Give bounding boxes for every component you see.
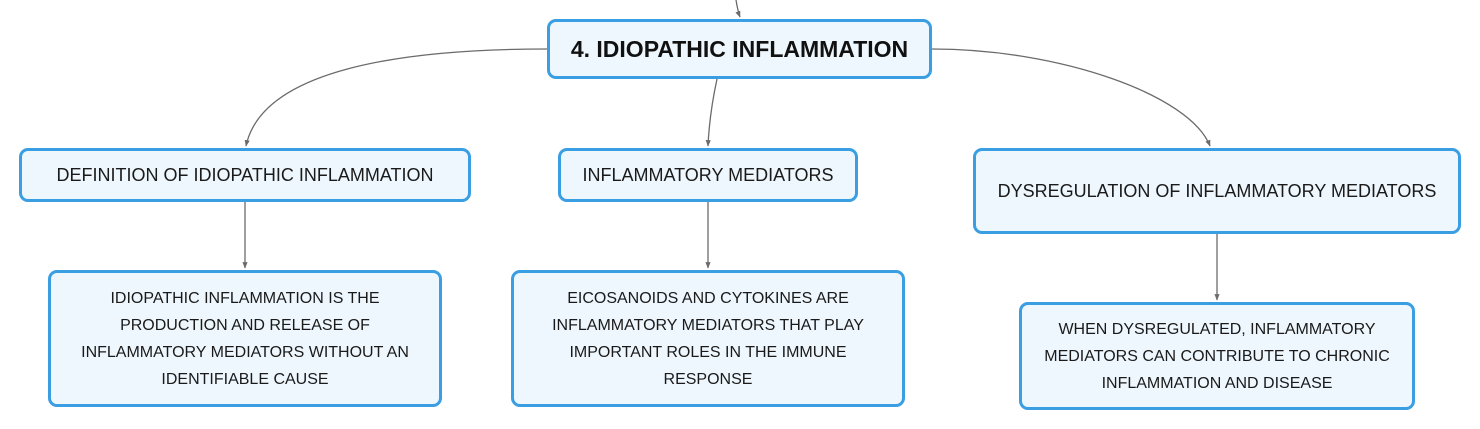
topic-node-label: INFLAMMATORY MEDIATORS bbox=[582, 164, 834, 185]
edge-root-to-definition bbox=[244, 48, 548, 147]
topic-node-mediators[interactable]: INFLAMMATORY MEDIATORS bbox=[558, 148, 858, 202]
edge-parent-to-root bbox=[735, 0, 741, 18]
detail-node-definition[interactable]: IDIOPATHIC INFLAMMATION IS THE PRODUCTIO… bbox=[48, 270, 442, 407]
detail-node-dysregulation[interactable]: WHEN DYSREGULATED, INFLAMMATORY MEDIATOR… bbox=[1019, 302, 1415, 410]
topic-node-label: DYSREGULATION OF INFLAMMATORY MEDIATORS bbox=[997, 180, 1437, 201]
edge-root-to-mediators bbox=[705, 78, 718, 147]
topic-node-definition[interactable]: DEFINITION OF IDIOPATHIC INFLAMMATION bbox=[19, 148, 471, 202]
root-node[interactable]: 4. IDIOPATHIC INFLAMMATION bbox=[547, 19, 932, 79]
detail-node-text: WHEN DYSREGULATED, INFLAMMATORY MEDIATOR… bbox=[1044, 320, 1390, 392]
topic-node-dysregulation[interactable]: DYSREGULATION OF INFLAMMATORY MEDIATORS bbox=[973, 148, 1461, 234]
detail-node-text: EICOSANOIDS AND CYTOKINES ARE INFLAMMATO… bbox=[552, 289, 864, 388]
detail-node-mediators[interactable]: EICOSANOIDS AND CYTOKINES ARE INFLAMMATO… bbox=[511, 270, 905, 407]
detail-node-text: IDIOPATHIC INFLAMMATION IS THE PRODUCTIO… bbox=[81, 289, 409, 388]
edge-root-to-dysregulation bbox=[931, 48, 1211, 147]
topic-node-label: DEFINITION OF IDIOPATHIC INFLAMMATION bbox=[56, 164, 434, 185]
root-node-label: 4. IDIOPATHIC INFLAMMATION bbox=[570, 35, 909, 62]
